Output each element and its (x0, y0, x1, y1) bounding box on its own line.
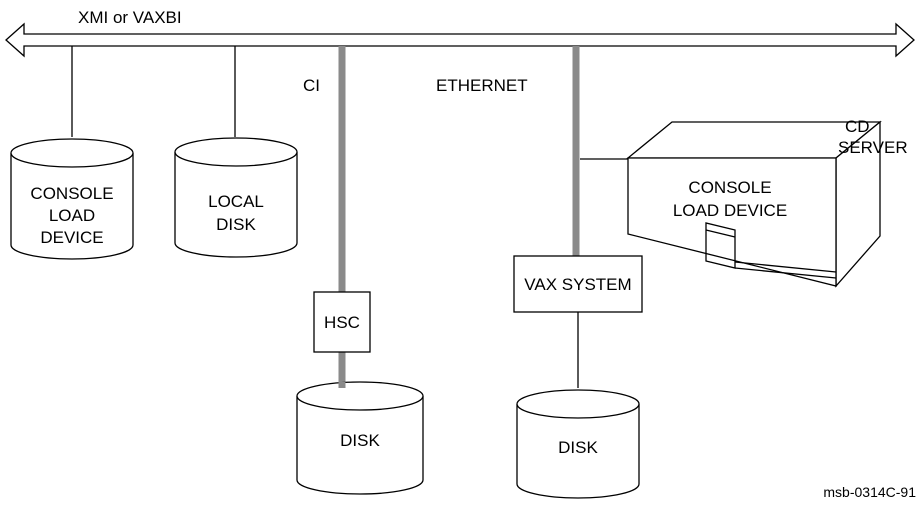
console-label-line3: DEVICE (40, 228, 103, 247)
ci-disk-cylinder (296, 381, 424, 495)
cd-server-box (626, 120, 882, 288)
cd-console-label-line2: LOAD DEVICE (673, 201, 787, 220)
ci-label: CI (303, 76, 320, 95)
local-disk-label-line1: LOCAL (208, 192, 264, 211)
bus-label: XMI or VAXBI (78, 8, 182, 27)
console-load-device-cylinder (10, 138, 134, 260)
vax-system-box (513, 255, 643, 313)
figure-id: msb-0314C-91 (823, 484, 916, 500)
console-label-line1: CONSOLE (30, 184, 113, 203)
local-disk-cylinder (174, 137, 298, 258)
ethernet-label: ETHERNET (436, 76, 528, 95)
local-disk-label-line2: DISK (216, 215, 256, 234)
vax-disk-cylinder (516, 389, 640, 499)
cd-console-label-line1: CONSOLE (688, 178, 771, 197)
hsc-box (313, 291, 371, 353)
cd-server-label-line1: CD (845, 117, 870, 136)
xmi-vaxbi-bus (5, 22, 915, 58)
hsc-label: HSC (324, 313, 360, 332)
vax-system-label: VAX SYSTEM (524, 275, 631, 294)
console-label-line2: LOAD (49, 206, 95, 225)
cd-server-label-line2: SERVER (838, 138, 908, 157)
ci-disk-label: DISK (340, 431, 380, 450)
vax-disk-label: DISK (558, 438, 598, 457)
